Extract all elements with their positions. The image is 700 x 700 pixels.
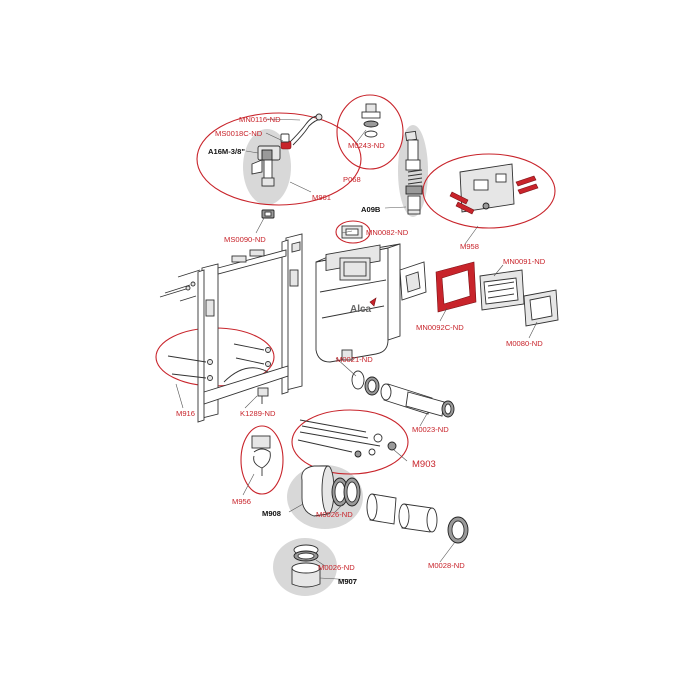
label-m0026-lower: M0026-ND	[318, 563, 355, 572]
connector-pipe	[366, 493, 469, 544]
label-m0021: M0021-ND	[336, 355, 373, 364]
cistern-tank: Alca	[315, 243, 401, 363]
label-m0028: M0028-ND	[428, 561, 465, 570]
clip-ms0090	[261, 209, 275, 219]
group-ring-m958	[422, 153, 556, 229]
rods-m903	[297, 419, 397, 458]
group-ring-m0243	[336, 94, 404, 170]
label-m0243: M0243-ND	[348, 141, 385, 150]
clamp-m956	[251, 435, 271, 476]
label-a09b: A09B	[361, 205, 381, 214]
gasket-mn0092c	[399, 261, 477, 313]
box-mn0091	[479, 269, 525, 311]
label-p068: P068	[343, 175, 361, 184]
label-m916: M916	[176, 409, 195, 418]
group-ring-m903	[291, 409, 409, 475]
elbow-m908	[301, 465, 361, 517]
label-mn0116: MN0116-ND	[239, 115, 281, 124]
label-m0080: M0080-ND	[506, 339, 543, 348]
label-m907: M907	[338, 577, 357, 586]
leader-lines	[175, 118, 538, 581]
group-ring-m961	[196, 112, 362, 206]
mounting-frame	[197, 233, 303, 423]
brand-logo: Alca	[350, 304, 372, 315]
label-k1289: K1289-ND	[240, 409, 276, 418]
frame-bolts	[159, 269, 201, 302]
label-mn0082: MN0082-ND	[366, 228, 409, 237]
label-m961: M961	[312, 193, 331, 202]
anchor-bolts-m916	[167, 343, 271, 381]
clip-k1289	[257, 387, 269, 404]
label-a16m: A16M-3/8"	[208, 147, 245, 156]
actuator-frame-m958	[449, 163, 539, 215]
outlet-pipe	[351, 370, 455, 418]
plate-m0080	[523, 289, 559, 327]
fill-valve-parts	[251, 113, 323, 187]
group-ring-m956	[240, 425, 284, 495]
label-ms0090: MS0090-ND	[224, 235, 266, 244]
flush-valve-a09b	[404, 130, 423, 215]
label-mn0092c: MN0092C-ND	[416, 323, 464, 332]
label-m908: M908	[262, 509, 281, 518]
group-ring-mn0082	[335, 220, 371, 244]
label-m903: M903	[412, 459, 436, 470]
label-m0023: M0023-ND	[412, 425, 449, 434]
label-mn0091: MN0091-ND	[503, 257, 546, 266]
label-m956: M956	[232, 497, 251, 506]
label-m0026-upper: M0026-ND	[316, 510, 353, 519]
clip-mn0082	[341, 225, 363, 239]
label-m958: M958	[460, 242, 479, 251]
sleeve-m907	[291, 544, 321, 588]
m0243-parts	[361, 103, 381, 138]
label-ms0018c: MS0018C-ND	[215, 129, 263, 138]
